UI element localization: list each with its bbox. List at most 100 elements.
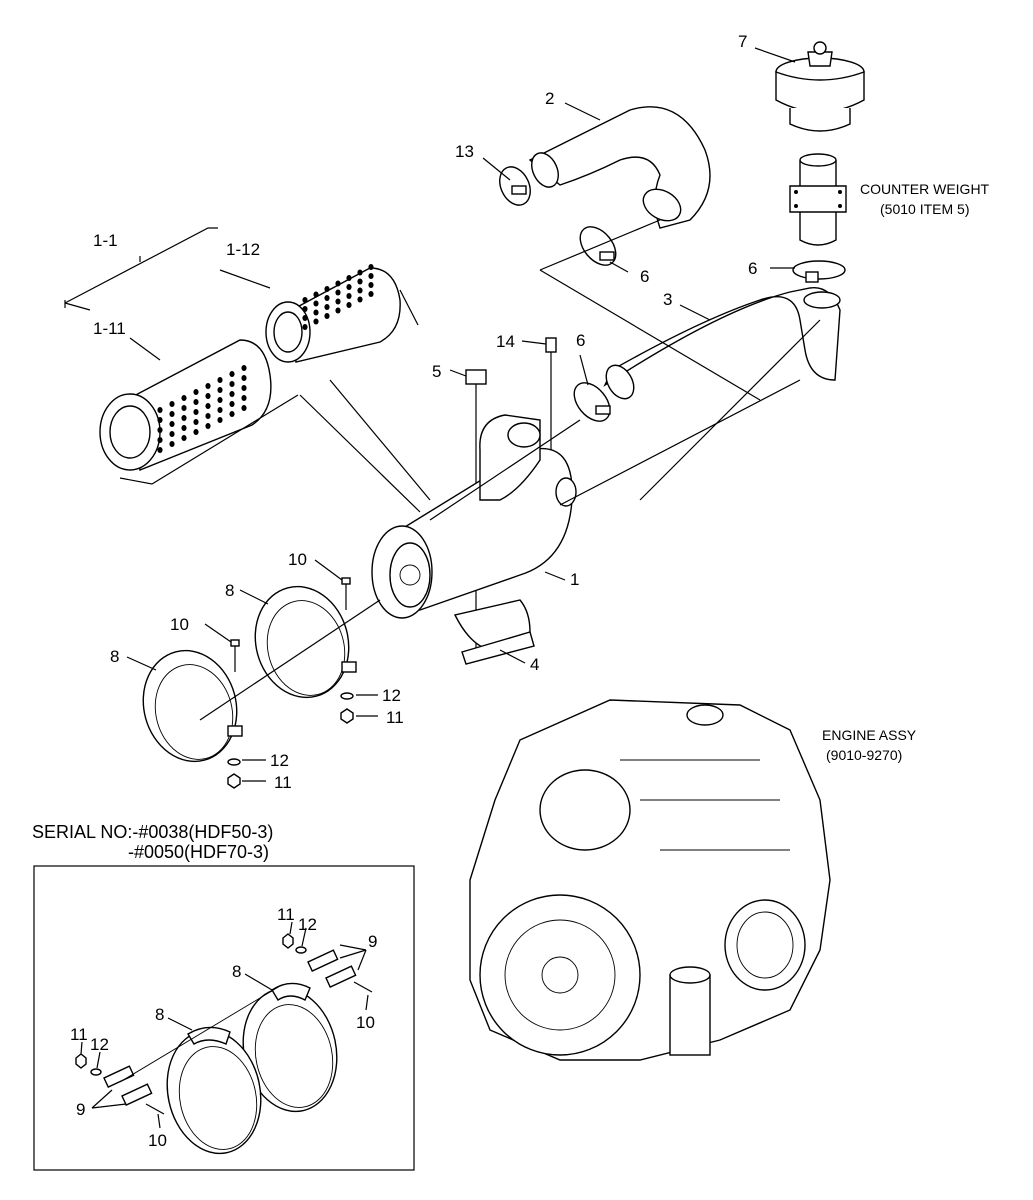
filter-hole: [241, 405, 247, 411]
part-1-air-cleaner-body: [371, 414, 577, 619]
label-1-1: 1-1: [93, 231, 118, 250]
filter-hole: [181, 395, 187, 401]
filter-hole: [217, 387, 223, 393]
filter-hole: [313, 309, 319, 316]
label-8-front: 8: [110, 647, 119, 666]
inset-label-9-left: 9: [76, 1100, 85, 1119]
filter-hole: [229, 391, 235, 397]
inset-band-front: [166, 1026, 262, 1155]
label-1-11: 1-11: [93, 319, 126, 338]
filter-hole: [346, 284, 352, 290]
filter-hole: [205, 413, 211, 419]
filter-hole: [335, 298, 341, 305]
filter-hole: [229, 381, 235, 387]
serial-note-line1: SERIAL NO:-#0038(HDF50-3): [32, 822, 273, 842]
part-8-band-front: [142, 649, 243, 763]
filter-hole: [193, 389, 199, 395]
filter-hole: [357, 269, 363, 276]
label-1-12: 1-12: [226, 240, 260, 259]
filter-hole: [157, 447, 163, 453]
part-1-12-inner-element: [265, 264, 401, 363]
inset-pins-bolts: [75, 933, 373, 1115]
bolts-nuts-main: [227, 577, 354, 789]
filter-hole: [324, 286, 330, 292]
label-1: 1: [570, 570, 579, 589]
inset-label-8-rear: 8: [232, 962, 241, 981]
callout-labels: 7 2 13 6 6 3 14 6 5 1-1 1-12 1-11 1 4 10…: [70, 32, 757, 1150]
counter-weight-stub: [789, 153, 847, 246]
label-10-upper: 10: [288, 550, 307, 569]
label-6-mid: 6: [576, 331, 585, 350]
part-2-hose: [528, 106, 711, 229]
filter-hole: [181, 425, 187, 431]
part-6-clamp-c: [573, 382, 611, 422]
inset-label-8-front: 8: [155, 1005, 164, 1024]
part-1-11-outer-element: [99, 339, 272, 471]
label-3: 3: [663, 290, 672, 309]
inset-label-9-top: 9: [368, 932, 377, 951]
filter-hole: [335, 289, 341, 296]
filter-hole: [241, 365, 247, 371]
inset-label-10-right: 10: [356, 1013, 375, 1032]
filter-hole: [169, 401, 175, 407]
filter-hole: [157, 417, 163, 423]
inset-label-11-left: 11: [70, 1025, 88, 1044]
filter-hole: [217, 377, 223, 383]
engine-assy-note-line2: (9010-9270): [826, 747, 902, 763]
filter-hole: [193, 399, 199, 405]
label-6-right: 6: [748, 259, 757, 278]
filter-hole: [313, 291, 319, 298]
filter-hole: [302, 315, 308, 321]
filter-hole: [368, 282, 374, 288]
filter-hole: [157, 427, 163, 433]
filter-hole: [324, 313, 330, 319]
part-7-precleaner: [775, 41, 865, 132]
filter-hole: [169, 431, 175, 437]
label-12-lower: 12: [270, 751, 289, 770]
serial-inset-frame: [33, 865, 415, 1171]
filter-hole: [169, 421, 175, 427]
filter-hole: [157, 437, 163, 443]
filter-hole: [335, 307, 341, 314]
filter-hole: [313, 300, 319, 307]
filter-hole: [217, 397, 223, 403]
filter-hole: [193, 409, 199, 415]
filter-hole: [335, 280, 341, 287]
part-13-clamp: [499, 166, 531, 206]
inset-label-12-left: 12: [90, 1035, 109, 1054]
filter-hole: [205, 383, 211, 389]
filter-hole: [357, 278, 363, 285]
filter-hole: [324, 304, 330, 310]
part-3-hose: [603, 286, 841, 400]
counter-weight-note-line1: COUNTER WEIGHT: [860, 181, 990, 197]
label-12-upper: 12: [382, 686, 401, 705]
filter-hole: [324, 295, 330, 301]
serial-note-line2: -#0050(HDF70-3): [128, 842, 269, 862]
filter-hole: [229, 411, 235, 417]
engine-assy-note-line1: ENGINE ASSY: [822, 727, 917, 743]
engine-assembly: [469, 699, 831, 1061]
filter-hole: [241, 385, 247, 391]
filter-hole: [181, 415, 187, 421]
filter-hole: [193, 429, 199, 435]
filter-hole: [193, 419, 199, 425]
filter-hole: [368, 273, 374, 279]
label-11-upper: 11: [386, 708, 404, 727]
label-8-rear: 8: [225, 581, 234, 600]
inset-band-rear: [242, 982, 338, 1113]
filter-hole: [302, 297, 308, 303]
inset-label-12-top: 12: [298, 915, 317, 934]
filter-hole: [217, 417, 223, 423]
notes: COUNTER WEIGHT (5010 ITEM 5) ENGINE ASSY…: [32, 181, 990, 862]
filter-hole: [157, 407, 163, 413]
filter-hole: [217, 407, 223, 413]
filter-hole: [346, 302, 352, 308]
counter-weight-note-line2: (5010 ITEM 5): [880, 201, 969, 217]
filter-hole: [357, 287, 363, 294]
filter-hole: [229, 371, 235, 377]
label-6-upper: 6: [640, 267, 649, 286]
filter-hole: [368, 264, 374, 270]
filter-hole: [169, 411, 175, 417]
label-11-lower: 11: [274, 773, 292, 792]
